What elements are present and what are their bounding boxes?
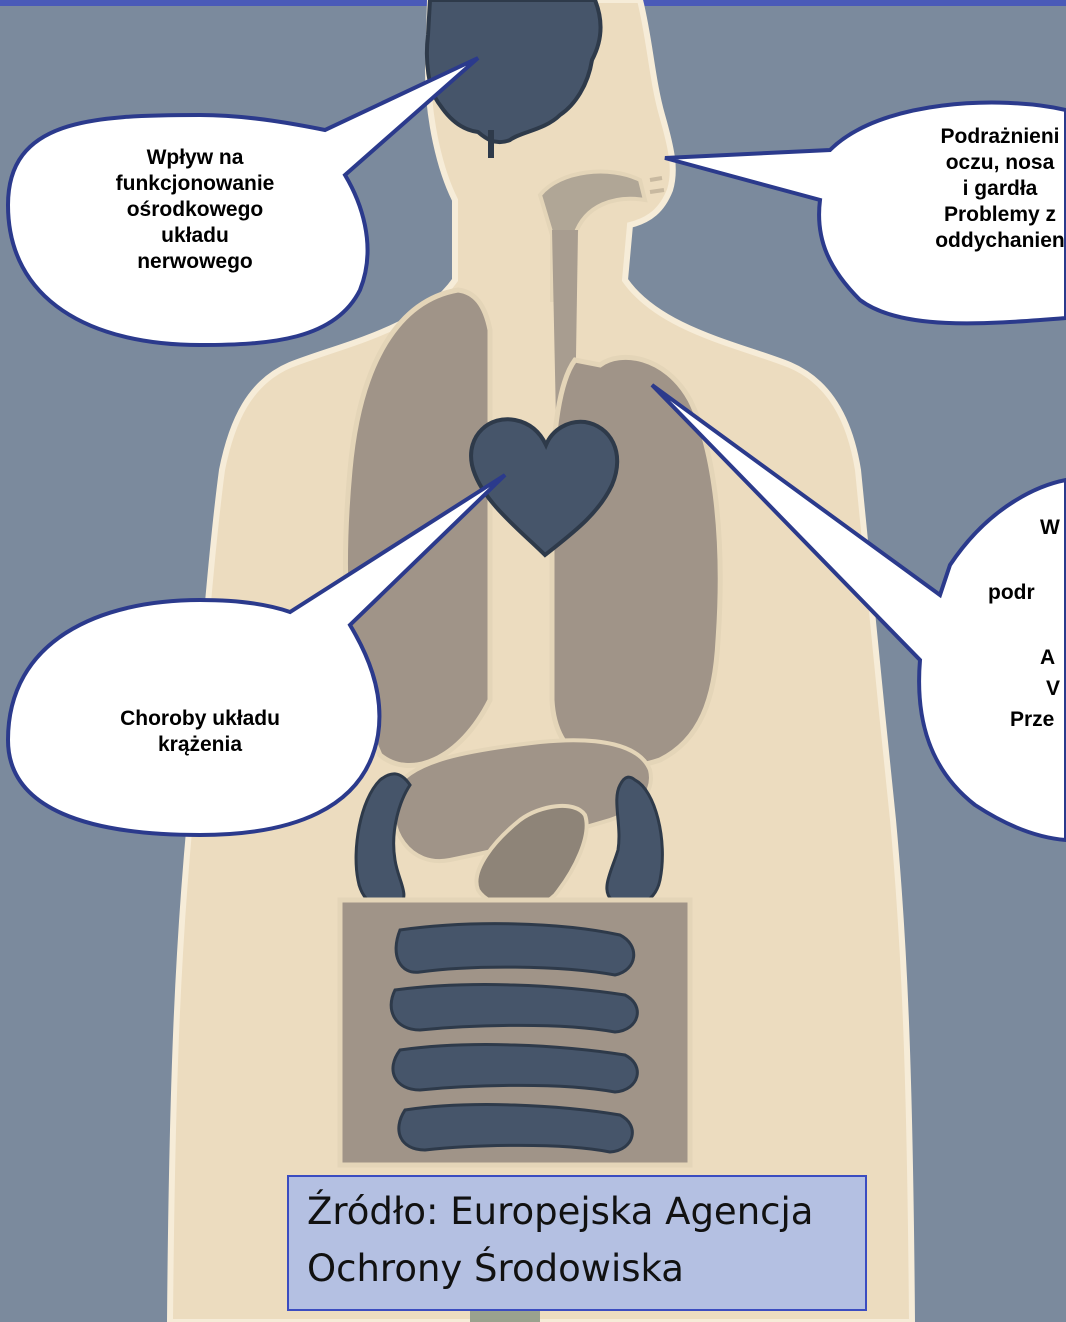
callout-lungs-line-2: podr bbox=[988, 580, 1066, 606]
callout-lungs-line-1: W bbox=[1040, 515, 1066, 541]
callout-heart-text: Choroby układu krążenia bbox=[70, 706, 330, 758]
source-text: Źródło: Europejska Agencja Ochrony Środo… bbox=[307, 1183, 847, 1297]
callout-lungs-line-4: V bbox=[1046, 676, 1066, 702]
brain-stem-icon bbox=[488, 130, 494, 158]
source-caption: Źródło: Europejska Agencja Ochrony Środo… bbox=[287, 1175, 867, 1311]
callout-lungs-line-5: Prze bbox=[1010, 707, 1066, 733]
callout-lungs-line-3: A bbox=[1040, 645, 1066, 671]
callout-brain-text: Wpływ na funkcjonowanie ośrodkowego ukła… bbox=[60, 145, 330, 275]
callout-throat-text: Podrażnieni oczu, nosa i gardła Problemy… bbox=[900, 124, 1066, 254]
